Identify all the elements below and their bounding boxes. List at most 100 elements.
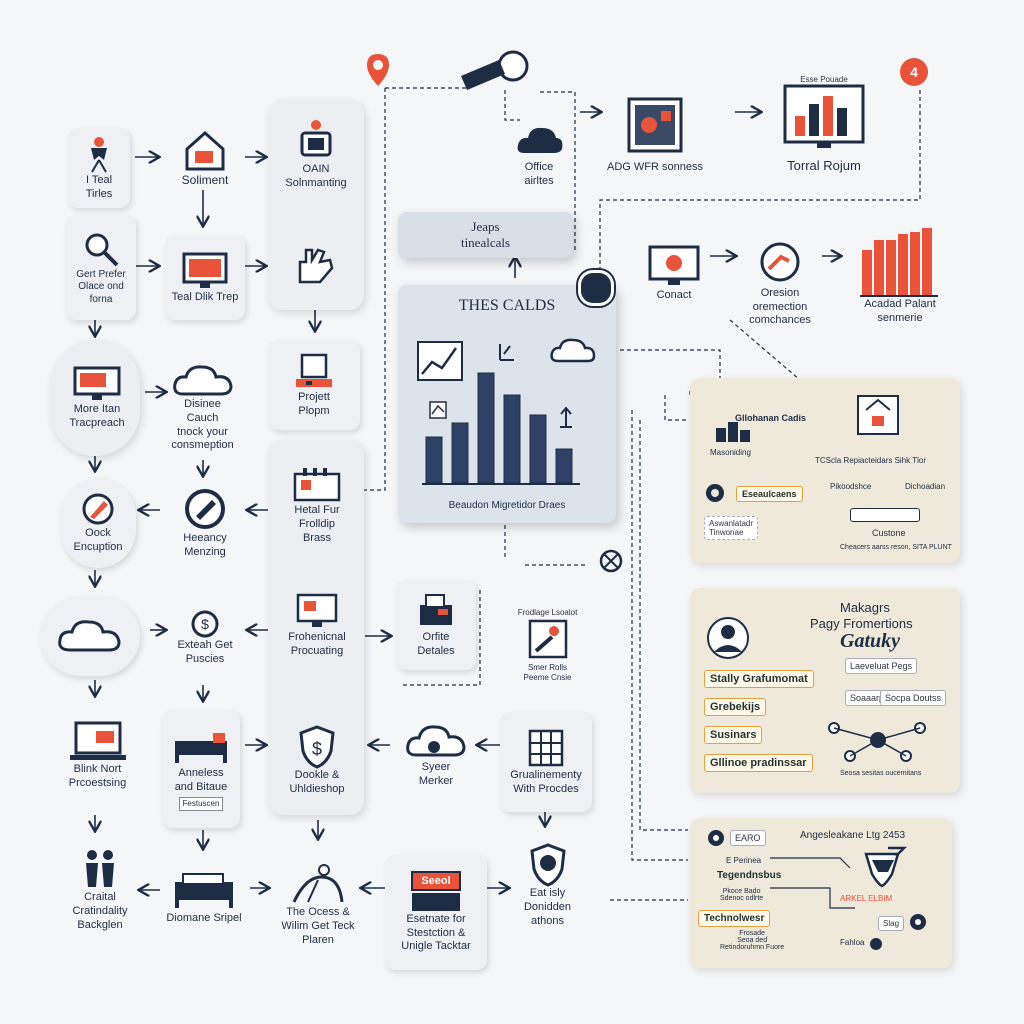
buildings-icon <box>716 422 750 442</box>
panel-item-box[interactable]: Aswanlatadr Tinwonae <box>704 516 759 540</box>
panel-tag[interactable]: Stally Grafumomat <box>704 670 814 688</box>
panel-item: Pikoodshce <box>830 482 872 491</box>
node-grualinementy[interactable]: Grualinementy With Procdes <box>500 712 592 812</box>
node-label: More Itan Tracpreach <box>69 402 125 429</box>
panel-title: THES CALDS <box>458 297 556 314</box>
camera-icon[interactable] <box>578 270 614 306</box>
panel-caption: Seosa sesitas oucemitans <box>840 770 922 777</box>
center-chart-panel: THES CALDS Beaudon Migretidor Draes <box>398 285 616 523</box>
node-tag: Seeol <box>411 870 461 891</box>
node-teal-dlik[interactable]: Teal Dlik Trep <box>165 235 245 320</box>
map-pin-icon <box>367 54 389 86</box>
node-blink-nort[interactable]: Blink Nort Prcoestsing <box>55 700 140 810</box>
node-orfite[interactable]: Orfite Detales <box>396 580 476 670</box>
panel-box[interactable]: Slag <box>878 916 905 931</box>
node-label: Anneless and Bitaue <box>174 767 228 793</box>
node-frohe[interactable]: Frohenicnal Procuating <box>272 580 362 670</box>
panel-item: Masoniding <box>710 448 751 457</box>
cloud-icon <box>58 620 121 652</box>
cloud-icon <box>406 725 466 757</box>
node-label: Office airltes <box>524 161 554 187</box>
panel-tag[interactable]: Eseaulcaens <box>736 486 803 502</box>
node-eat-isly[interactable]: Eat isly Donidden athons <box>505 830 590 940</box>
node-oresion[interactable]: Oresion oremection comchances <box>735 225 825 340</box>
panel-item: Frosade Seoa ded Retindoruhmn Fuore <box>720 930 785 951</box>
line-chart-icon <box>417 341 463 381</box>
node-soliment[interactable]: Soliment <box>165 118 245 198</box>
node-label: Gert Prefer Olace ond forna <box>76 268 126 305</box>
node-disinee[interactable]: Disinee Cauch tnock your consmeption <box>160 350 245 465</box>
info-icon <box>870 938 882 950</box>
panel-box[interactable]: Socpa Doutss <box>880 690 947 706</box>
node-syeer[interactable]: Syeer Merker <box>396 705 476 805</box>
bar <box>425 436 443 484</box>
chart-mini-icon <box>429 401 447 419</box>
monitor-icon <box>73 366 121 400</box>
panel-box[interactable]: Laeveluat Pegs <box>845 658 918 674</box>
node-label: Conact <box>656 288 692 301</box>
bar <box>529 414 547 484</box>
node-tools[interactable]: Frodlage Lsoalot Smer Rolls Peeme Cnsie <box>505 585 590 705</box>
gear-icon[interactable] <box>598 548 624 574</box>
node-torral[interactable]: Esse Pouade Torral Rojum <box>770 62 878 187</box>
cloud-icon <box>172 365 233 396</box>
notification-badge[interactable]: 4 <box>900 58 928 86</box>
node-more-tracpreach[interactable]: More Itan Tracpreach <box>56 345 138 450</box>
panel-box[interactable]: EARO <box>730 830 766 846</box>
header-box-label: Jeaps tinealcals <box>460 219 511 250</box>
node-cloud-1[interactable] <box>40 596 140 676</box>
panel-tag[interactable]: Grebekijs <box>704 698 767 716</box>
node-oock-encuption[interactable]: Oock Encuption <box>60 478 136 568</box>
node-label: Hetal Fur Frolldip Brass <box>294 504 340 544</box>
node-gert-prefer[interactable]: Gert Prefer Olace ond forna <box>66 215 136 320</box>
node-tag: Esse Pouade <box>800 74 848 84</box>
node-anneless[interactable]: Anneless and Bitaue Festuscen <box>162 710 240 828</box>
cycle-icon <box>760 242 800 282</box>
cloud-icon <box>550 338 596 363</box>
node-exteah[interactable]: $ Exteah Get Puscies <box>165 598 245 678</box>
panel-item: Dichoadian <box>905 482 946 491</box>
panel-tag[interactable]: Susinars <box>704 726 763 744</box>
node-label: Diomane Sripel <box>166 912 242 925</box>
play-icon[interactable] <box>908 912 928 932</box>
panel-tag[interactable]: Gllinoe pradinssar <box>704 754 813 772</box>
bar <box>555 448 573 484</box>
node-projett[interactable]: Projett Plopm <box>268 340 360 430</box>
node-conact[interactable]: Conact <box>638 230 710 315</box>
panel-tag[interactable]: Tegendnsbus <box>717 870 782 881</box>
header-box: Jeaps tinealcals <box>398 212 573 258</box>
bed-icon <box>175 873 233 909</box>
node-label: Soliment <box>181 172 229 187</box>
node-adg[interactable]: ADG WFR sonness <box>590 82 720 187</box>
node-dookle[interactable]: $ Dookle & Uhldieshop <box>272 710 362 810</box>
node-hetal[interactable]: Hetal Fur Frolldip Brass <box>272 455 362 555</box>
node-label: Grualinementy With Procdes <box>510 769 582 795</box>
bar-chart <box>422 372 580 485</box>
node-label: Smer Rolls Peeme Cnsie <box>523 662 572 682</box>
svg-text:$: $ <box>312 739 322 759</box>
node-teal-tiles[interactable]: I Teal Tirles <box>68 128 130 208</box>
node-label: Craital Cratindality Backglen <box>72 891 128 931</box>
node-crattal[interactable]: Craital Cratindality Backglen <box>50 835 150 945</box>
node-diomane[interactable]: Diomane Sripel <box>158 852 250 942</box>
node-hand[interactable] <box>280 235 350 295</box>
hand-icon <box>298 248 334 284</box>
panel-item: Custone <box>872 528 906 538</box>
flow-lines <box>770 857 855 909</box>
node-esetnate[interactable]: Seeol Esetnate for Stestction & Unigle T… <box>385 855 487 970</box>
node-label: I Teal Tirles <box>85 174 113 200</box>
node-label: ADG WFR sonness <box>607 160 703 173</box>
people-icon <box>86 850 114 888</box>
node-oain[interactable]: OAIN Solnmanting <box>272 110 360 200</box>
node-acadad[interactable]: Acadad Palant senmerie <box>845 210 955 340</box>
node-label: Exteah Get Puscies <box>177 639 233 665</box>
node-office[interactable]: Office airltes <box>500 110 578 200</box>
node-heeancy[interactable]: Heeancy Menzing <box>165 478 245 568</box>
badge-count: 4 <box>910 64 918 80</box>
node-label: Orfite Detales <box>417 631 455 657</box>
panel-tag[interactable]: Technolwesr <box>698 910 771 927</box>
bed-icon <box>175 733 227 764</box>
node-the-ocess[interactable]: The Ocess & Wilim Get Teck Plaren <box>268 845 368 965</box>
panel-item: ARKEL ELBIM <box>840 894 893 903</box>
node-label: Heeancy Menzing <box>183 532 227 558</box>
